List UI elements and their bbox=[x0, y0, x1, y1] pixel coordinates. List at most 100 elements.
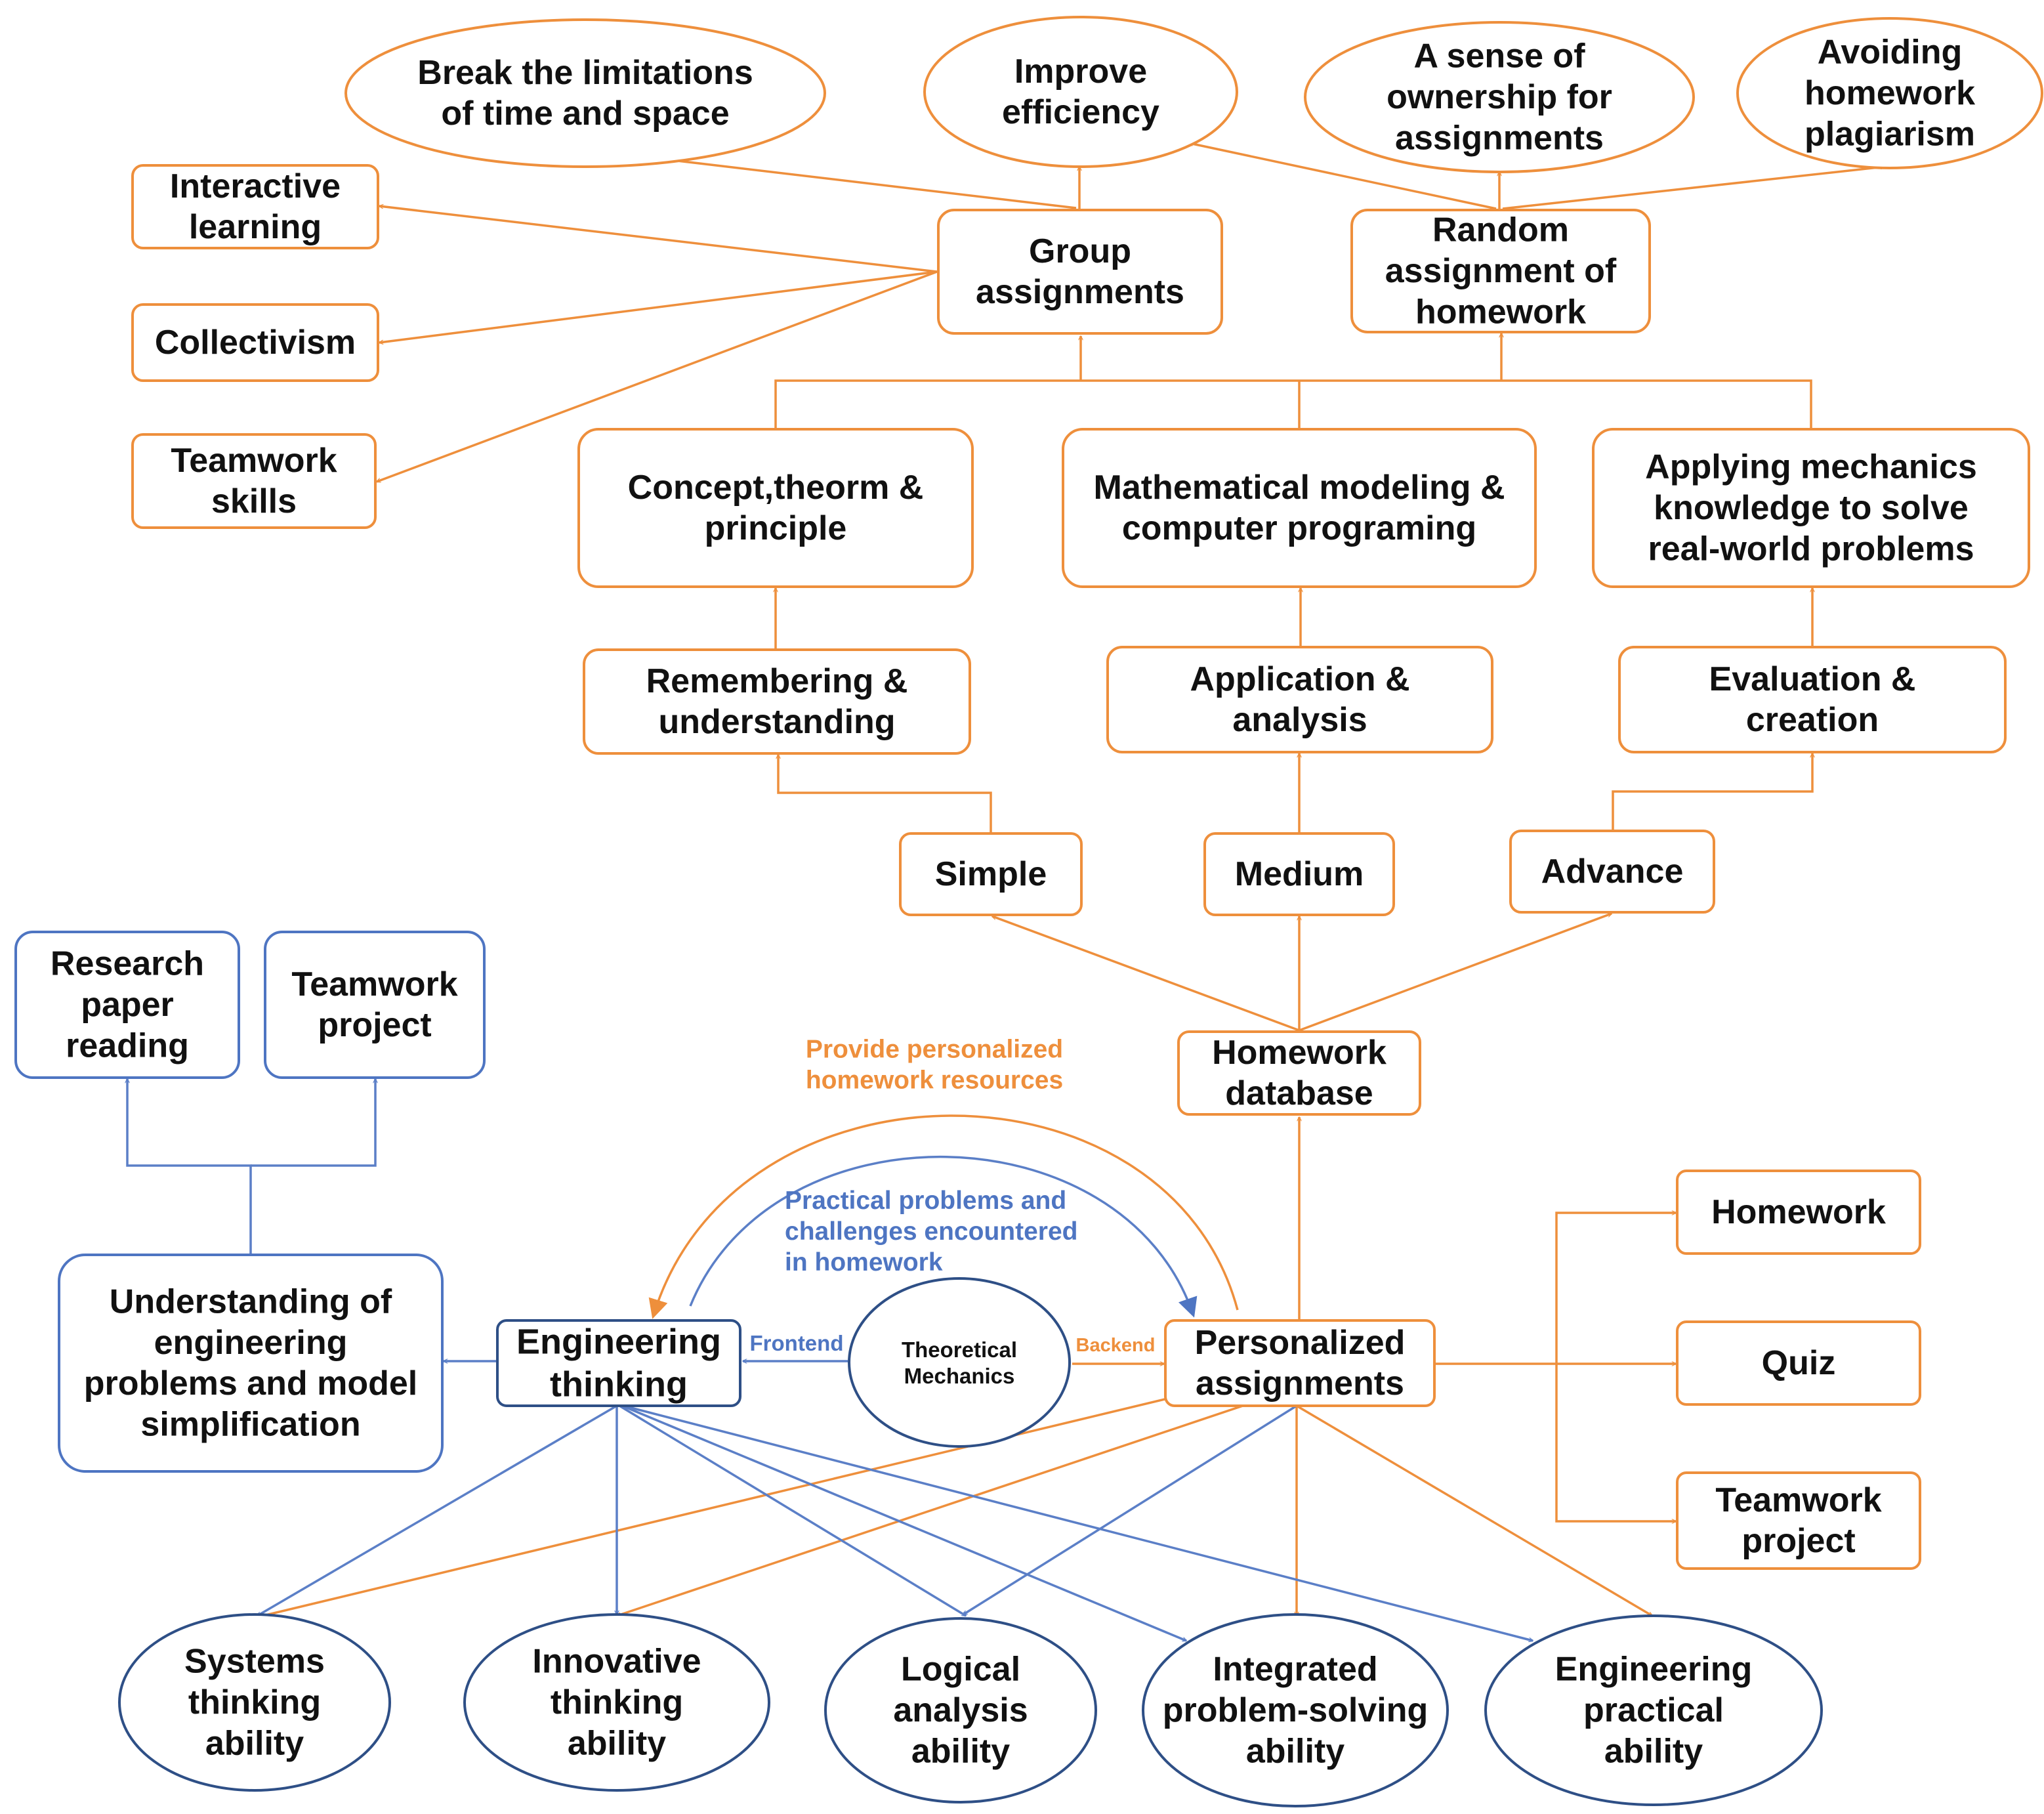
label-collectivism: Collectivism bbox=[155, 324, 356, 362]
edge-simple-to-remembering bbox=[778, 755, 992, 833]
edge-db-to-advance bbox=[1299, 912, 1612, 1032]
label-concept: Concept,theorm &principle bbox=[628, 469, 924, 547]
node-form-quiz: Quiz bbox=[1676, 1320, 1921, 1406]
blue-connectors bbox=[127, 1079, 1533, 1641]
edge-group-to-teamwork-skills bbox=[377, 270, 938, 483]
label-form-quiz: Quiz bbox=[1762, 1344, 1836, 1382]
edge-understanding-to-research bbox=[127, 1079, 252, 1254]
label-evaluation: Evaluation &creation bbox=[1709, 660, 1916, 739]
node-application: Application &analysis bbox=[1106, 646, 1493, 753]
node-evaluation: Evaluation &creation bbox=[1618, 646, 2007, 753]
node-modeling: Mathematical modeling &computer programi… bbox=[1062, 428, 1537, 588]
edge-random-to-efficiency bbox=[1189, 143, 1497, 210]
node-collectivism: Collectivism bbox=[131, 303, 379, 382]
node-form-homework: Homework bbox=[1676, 1170, 1921, 1255]
edge-personalized-to-homework bbox=[1555, 1213, 1676, 1364]
label-advance: Advance bbox=[1541, 853, 1684, 891]
edge-random-to-plagiarism bbox=[1502, 167, 1885, 210]
node-remembering: Remembering &understanding bbox=[583, 648, 971, 755]
edge-engineering-to-integrated bbox=[621, 1404, 1186, 1642]
label-frontend: Frontend bbox=[750, 1331, 844, 1355]
edge-advance-to-evaluation bbox=[1612, 753, 1812, 831]
difficulty-levels: Simple Medium Advance bbox=[899, 830, 1715, 916]
edge-personalized-to-teamwork bbox=[1555, 1364, 1676, 1521]
label-simple: Simple bbox=[935, 855, 1047, 893]
edge-personalized-to-logical bbox=[963, 1404, 1297, 1616]
label-form-homework: Homework bbox=[1711, 1193, 1886, 1231]
node-medium: Medium bbox=[1203, 832, 1395, 916]
curve-practical-problems bbox=[689, 1155, 1198, 1318]
label-backend: Backend bbox=[1076, 1335, 1156, 1356]
curve-provide-resources bbox=[648, 1114, 1239, 1319]
edge-personalized-to-practical bbox=[1296, 1404, 1652, 1617]
label-application: Application &analysis bbox=[1190, 660, 1409, 739]
node-advance: Advance bbox=[1509, 830, 1715, 914]
edge-understanding-to-teamwork-project bbox=[251, 1079, 375, 1167]
label-medium: Medium bbox=[1235, 855, 1364, 893]
edge-group-to-collectivism bbox=[379, 270, 938, 343]
label-remembering: Remembering &understanding bbox=[646, 662, 908, 741]
edge-engineering-to-logical bbox=[619, 1404, 966, 1617]
label-modeling: Mathematical modeling &computer programi… bbox=[1094, 469, 1505, 547]
edge-personalized-to-systems bbox=[257, 1394, 1182, 1617]
orange-connectors bbox=[257, 143, 1885, 1617]
edge-content-bus bbox=[774, 379, 1812, 429]
edge-db-to-simple bbox=[992, 916, 1300, 1032]
edge-engineering-to-practical bbox=[623, 1404, 1533, 1641]
cognitive-levels: Remembering &understanding Application &… bbox=[583, 646, 2007, 755]
node-concept: Concept,theorm &principle bbox=[577, 428, 974, 588]
